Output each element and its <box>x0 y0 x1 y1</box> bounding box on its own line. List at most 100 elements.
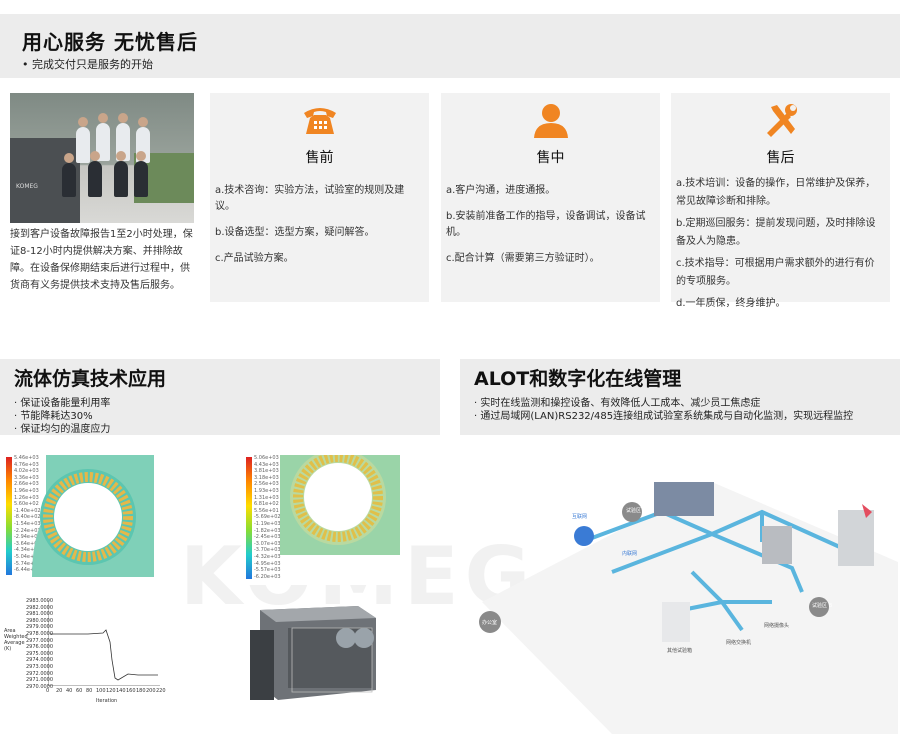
graph-ylabel: Area Weighted Average (K) <box>4 628 28 652</box>
lab-a-label: 试验区 A <box>626 507 647 514</box>
list-item: b.设备选型：选型方案，疑问解答。 <box>215 227 375 238</box>
legend-label: -5.74e+03 <box>14 560 41 567</box>
list-item: c.配合计算（需要第三方验证时）。 <box>446 253 600 264</box>
legend-label: -1.40e+02 <box>14 507 41 514</box>
graph-xtick: 120 <box>106 688 116 694</box>
graph-xtick: 60 <box>76 688 83 694</box>
graph-xtick: 20 <box>56 688 63 694</box>
fan-housing-sim <box>280 455 400 555</box>
photo-sign: KOMEG <box>16 183 38 190</box>
legend-label: 4.02e+03 <box>14 468 39 475</box>
list-item: c.产品试验方案。 <box>215 253 294 264</box>
legend-label: 2.66e+03 <box>14 481 39 488</box>
legend-label: 5.46e+03 <box>14 455 39 461</box>
person <box>62 153 76 197</box>
alot-section-title: ALOT和数字化在线管理 <box>474 368 682 390</box>
card-title: 售后 <box>766 150 795 166</box>
graph-xtick: 40 <box>66 688 73 694</box>
switch-label: 网络交换机 <box>726 639 751 646</box>
sim-line: · 节能降耗达30% <box>14 411 93 422</box>
graph-ytick: 2978.0000 <box>26 631 54 637</box>
network-intranet-label: 内联网 <box>622 550 637 557</box>
legend-label: -2.45e+03 <box>254 534 281 541</box>
fan-housing-sim <box>32 455 154 577</box>
graph-ytick: 2975.0000 <box>26 650 54 657</box>
legend-label: 1.93e+03 <box>254 487 279 494</box>
legend-label: -2.94e+03 <box>14 534 41 541</box>
chamber-render <box>250 606 376 700</box>
network-diagram: 互联网 内联网 试验区 A 试验区 B 办公室 其他试验箱 网络交换机 网络摄像… <box>479 482 898 734</box>
graph-ytick: 2974.0000 <box>26 657 54 664</box>
legend-label: -1.82e+03 <box>254 527 281 534</box>
graph-ytick: 2983.0000 <box>26 598 54 604</box>
legend-label: -3.70e+03 <box>254 547 281 554</box>
legend-label: -5.57e+03 <box>254 567 281 574</box>
legend-label: 6.81e+02 <box>254 501 279 508</box>
legend-label: 1.96e+03 <box>14 487 39 494</box>
person <box>134 151 148 197</box>
person <box>88 151 102 197</box>
list-item: a.客户沟通，进度通报。 <box>446 185 556 196</box>
list-item: b.安装前准备工作的指导，设备调试，设备试机。 <box>446 211 646 238</box>
user-icon <box>533 104 568 138</box>
legend-label: 4.43e+03 <box>254 461 279 468</box>
service-header: 用心服务 无忧售后 • 完成交付只是服务的开始 <box>0 14 900 78</box>
graph-xtick: 140 <box>116 688 126 694</box>
legend-label: 4.76e+03 <box>14 461 39 468</box>
person <box>76 117 90 163</box>
legend-label: 5.56e+01 <box>254 507 279 514</box>
legend-label: 5.06e+03 <box>254 455 279 461</box>
sim-line: · 保证设备能量利用率 <box>14 398 111 409</box>
list-item: d.一年质保，终身维护。 <box>676 298 786 309</box>
photo-caption: 接到客户设备故障报告1至2小时处理，保证8-12小时内提供解决方案、并排除故障。… <box>10 229 193 291</box>
legend-label: 3.18e+03 <box>254 474 279 481</box>
graph-xtick: 180 <box>136 688 146 694</box>
graph-ytick: 2977.0000 <box>26 637 54 644</box>
sim-line: · 保证均匀的温度应力 <box>14 424 111 435</box>
legend-label: -3.64e+03 <box>14 540 41 547</box>
graph-ytick: 2982.0000 <box>26 604 54 611</box>
legend-label: -2.24e+03 <box>14 527 41 534</box>
graph-xtick: 0 <box>46 688 50 694</box>
person <box>96 113 110 161</box>
card-items: a.技术咨询：实验方法，试验室的规则及建议。 b.设备选型：选型方案，疑问解答。… <box>215 183 423 277</box>
legend-label: -3.07e+03 <box>254 540 281 547</box>
list-item: a.技术培训：设备的操作，日常维护及保养，常见故障诊断和排除。 <box>676 178 876 207</box>
card-pre-sale: 售前 a.技术咨询：实验方法，试验室的规则及建议。 b.设备选型：选型方案，疑问… <box>210 93 429 302</box>
lab-b-label: 试验区 B <box>812 602 833 609</box>
card-items: a.客户沟通，进度通报。 b.安装前准备工作的指导，设备调试，设备试机。 c.配… <box>446 183 654 277</box>
network-internet-label: 互联网 <box>572 513 587 520</box>
card-after-sale: 售后 a.技术培训：设备的操作，日常维护及保养，常见故障诊断和排除。 b.定期巡… <box>671 93 890 309</box>
legend-label: 2.56e+03 <box>254 481 279 488</box>
globe-icon <box>574 526 594 546</box>
camera-label: 网络摄像头 <box>764 622 789 629</box>
graph-plot <box>48 600 160 686</box>
legend-label: -4.95e+03 <box>254 560 281 567</box>
legend-label: 3.81e+03 <box>254 468 279 475</box>
other-lab-label: 其他试验箱 <box>667 647 692 654</box>
card-in-sale: 售中 a.客户沟通，进度通报。 b.安装前准备工作的指导，设备调试，设备试机。 … <box>441 93 660 302</box>
graph-ytick: 2976.0000 <box>26 644 54 651</box>
card-title: 售前 <box>305 150 334 166</box>
legend-bar <box>6 457 12 575</box>
team-photo: KOMEG <box>10 93 194 223</box>
legend-label: -1.54e+03 <box>14 520 41 527</box>
card-items: a.技术培训：设备的操作，日常维护及保养，常见故障诊断和排除。 b.定期巡回服务… <box>676 175 884 317</box>
legend-label: 5.60e+02 <box>14 501 39 508</box>
graph-ytick: 2979.0000 <box>26 624 54 631</box>
alarm-icon <box>862 504 872 518</box>
alot-line: · 通过局域网(LAN)RS232/485连接组成试验室系统集成与自动化监测，实… <box>474 411 854 422</box>
alot-section-header: ALOT和数字化在线管理 · 实时在线监测和操控设备、有效降低人工成本、减少员工… <box>460 359 900 435</box>
legend-label: 3.36e+03 <box>14 474 39 481</box>
legend-label: 1.31e+03 <box>254 494 279 501</box>
office-label: 办公室 <box>482 619 497 626</box>
legend-label: -4.32e+03 <box>254 553 281 560</box>
list-item: b.定期巡回服务：提前发现问题，及时排除设备及人为隐患。 <box>676 218 876 247</box>
graph-xtick: 160 <box>126 688 136 694</box>
tools-icon <box>766 104 797 137</box>
graph-ytick: 2970.0000 <box>26 683 54 690</box>
